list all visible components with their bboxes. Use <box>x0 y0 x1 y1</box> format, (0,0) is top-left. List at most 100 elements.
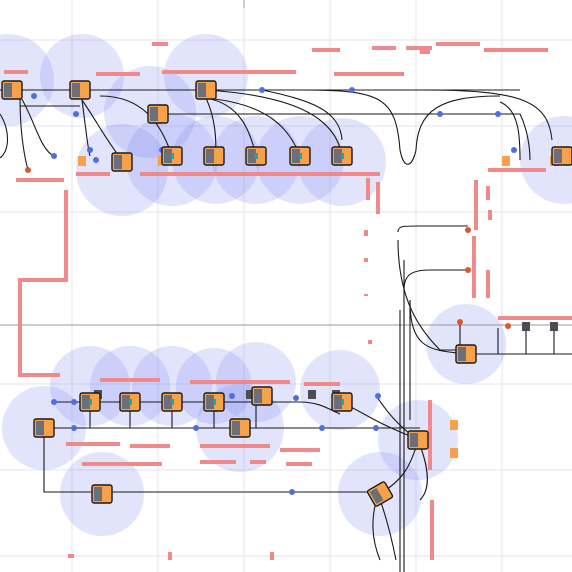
endpoints <box>25 167 511 329</box>
cable <box>205 89 343 157</box>
junction-icon <box>511 147 517 153</box>
junction-icon <box>93 157 99 163</box>
router-icon[interactable] <box>119 392 141 412</box>
cable <box>519 113 531 161</box>
wall-segment <box>200 444 320 452</box>
wall-segment <box>312 42 548 52</box>
junction-nodes <box>31 87 517 495</box>
junction-icon <box>71 425 77 431</box>
router-icon[interactable] <box>195 80 217 100</box>
router-icon[interactable] <box>251 386 273 406</box>
endpoint-icon <box>457 319 463 325</box>
terminal-icon <box>522 322 530 331</box>
junction-icon <box>87 147 93 153</box>
router-icon[interactable] <box>203 392 225 412</box>
junction-icon <box>259 87 265 93</box>
junction-icon <box>71 399 77 405</box>
junction-icon <box>51 153 57 159</box>
coverage-circle <box>426 304 506 384</box>
router-icon[interactable] <box>245 146 267 166</box>
stub-icon <box>78 156 86 166</box>
axis-lines <box>0 0 572 326</box>
endpoint-icon <box>505 323 511 329</box>
cable <box>419 89 553 141</box>
junction-icon <box>375 393 381 399</box>
junction-icon <box>437 111 443 117</box>
coverage-circle <box>40 34 124 118</box>
wall-segment <box>486 186 492 298</box>
junction-icon <box>289 489 295 495</box>
router-icon[interactable] <box>289 146 311 166</box>
coverage-circle <box>176 348 252 424</box>
coverage-circle <box>50 346 130 426</box>
cable <box>81 99 91 157</box>
terminal-icon <box>550 322 558 331</box>
endpoint-icon <box>465 227 471 233</box>
cable <box>403 269 468 291</box>
cable <box>89 402 257 428</box>
cable <box>261 89 343 141</box>
junction-icon <box>495 111 501 117</box>
cable <box>299 89 501 165</box>
coverage-circle <box>132 346 212 426</box>
cable <box>459 322 555 354</box>
terminal-icon <box>246 390 254 399</box>
router-icon[interactable] <box>79 392 101 412</box>
router-icon[interactable] <box>111 152 133 172</box>
junction-icon <box>51 399 57 405</box>
cable <box>499 101 521 161</box>
junction-icon <box>193 425 199 431</box>
wall-segment <box>66 442 170 448</box>
cable <box>19 95 55 157</box>
coverage-circle <box>164 34 248 118</box>
router-icon[interactable] <box>161 146 183 166</box>
junction-icon <box>229 393 235 399</box>
cable <box>409 299 467 355</box>
router-icon[interactable] <box>203 146 225 166</box>
cable <box>43 428 378 493</box>
cable <box>99 95 173 157</box>
terminal-icon <box>308 390 316 399</box>
router-icon[interactable] <box>91 484 113 504</box>
router-icon[interactable] <box>455 344 477 364</box>
stub-icon <box>450 420 458 430</box>
router-icon[interactable] <box>161 392 183 412</box>
router-icon[interactable] <box>147 104 169 124</box>
wall-segment <box>364 230 372 344</box>
wall-segment <box>200 460 312 466</box>
router-icon[interactable] <box>1 80 23 100</box>
coverage-circle <box>520 116 572 204</box>
router-icon[interactable] <box>331 146 353 166</box>
junction-icon <box>293 395 299 401</box>
junction-icon <box>31 93 37 99</box>
wall-segment <box>100 378 340 386</box>
router-icon[interactable] <box>69 80 91 100</box>
stub-icon <box>502 156 510 166</box>
endpoint-icon <box>465 267 471 273</box>
junction-icon <box>73 111 79 117</box>
cable <box>54 401 341 415</box>
wall-segment <box>152 42 430 54</box>
junction-icon <box>373 425 379 431</box>
cable <box>19 95 29 171</box>
wall-segment <box>366 178 380 214</box>
router-icon[interactable] <box>551 146 572 166</box>
wall-segment <box>68 552 274 560</box>
router-icon[interactable] <box>331 392 353 412</box>
coverage-circle <box>90 346 170 426</box>
wall-segment <box>472 180 478 298</box>
junction-icon <box>349 87 355 93</box>
router-icon[interactable] <box>33 418 55 438</box>
router-icon[interactable] <box>229 418 251 438</box>
router-icon[interactable] <box>407 430 429 450</box>
wall-segment <box>428 400 434 560</box>
junction-icon <box>319 425 325 431</box>
coverage-circle <box>0 34 54 126</box>
cable <box>397 225 468 233</box>
router-icon[interactable] <box>366 481 394 507</box>
wall-segment <box>18 190 68 377</box>
devices <box>1 80 572 507</box>
stub-icon <box>450 448 458 458</box>
